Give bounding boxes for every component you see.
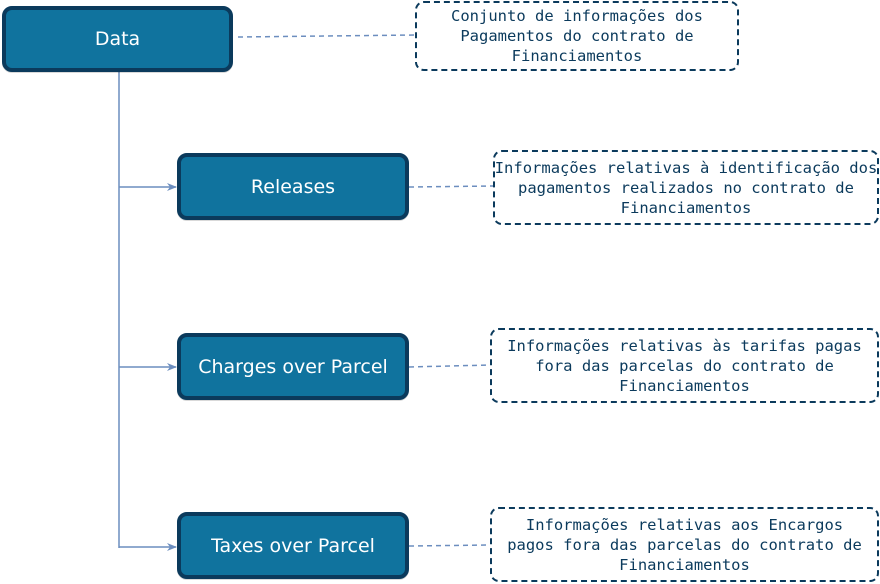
note-line: Pagamentos do contrato de [460, 27, 694, 45]
node-releases[interactable]: Releases [177, 153, 409, 220]
dash-link-root [237, 34, 416, 38]
note-line: Financiamentos [511, 47, 643, 65]
note-line: Informações relativas à identificação do… [494, 158, 878, 177]
note-line: Informações relativas aos Encargos [525, 515, 844, 534]
note-line: Informações relativas às tarifas pagas [507, 336, 862, 355]
note-line: pagos fora das parcelas do contrato de [507, 535, 862, 554]
dash-link-charges [408, 364, 491, 368]
note-line: Financiamentos [619, 555, 750, 574]
note-line: Financiamentos [620, 198, 752, 217]
note-line: pagamentos realizados no contrato de [518, 178, 854, 197]
node-taxes-over-parcel[interactable]: Taxes over Parcel [177, 512, 409, 579]
note-data: Conjunto de informações dos Pagamentos d… [415, 1, 739, 71]
note-releases: Informações relativas à identificação do… [493, 150, 879, 225]
note-charges-over-parcel: Informações relativas às tarifas pagas f… [490, 328, 879, 403]
note-taxes-over-parcel: Informações relativas aos Encargos pagos… [490, 507, 879, 582]
dash-link-releases [408, 185, 494, 188]
node-data[interactable]: Data [2, 6, 233, 72]
note-line: Conjunto de informações dos [451, 7, 703, 25]
dash-link-taxes [408, 544, 491, 547]
note-line: fora das parcelas do contrato de [535, 356, 834, 375]
note-line: Financiamentos [619, 376, 750, 395]
node-charges-over-parcel[interactable]: Charges over Parcel [177, 333, 409, 400]
